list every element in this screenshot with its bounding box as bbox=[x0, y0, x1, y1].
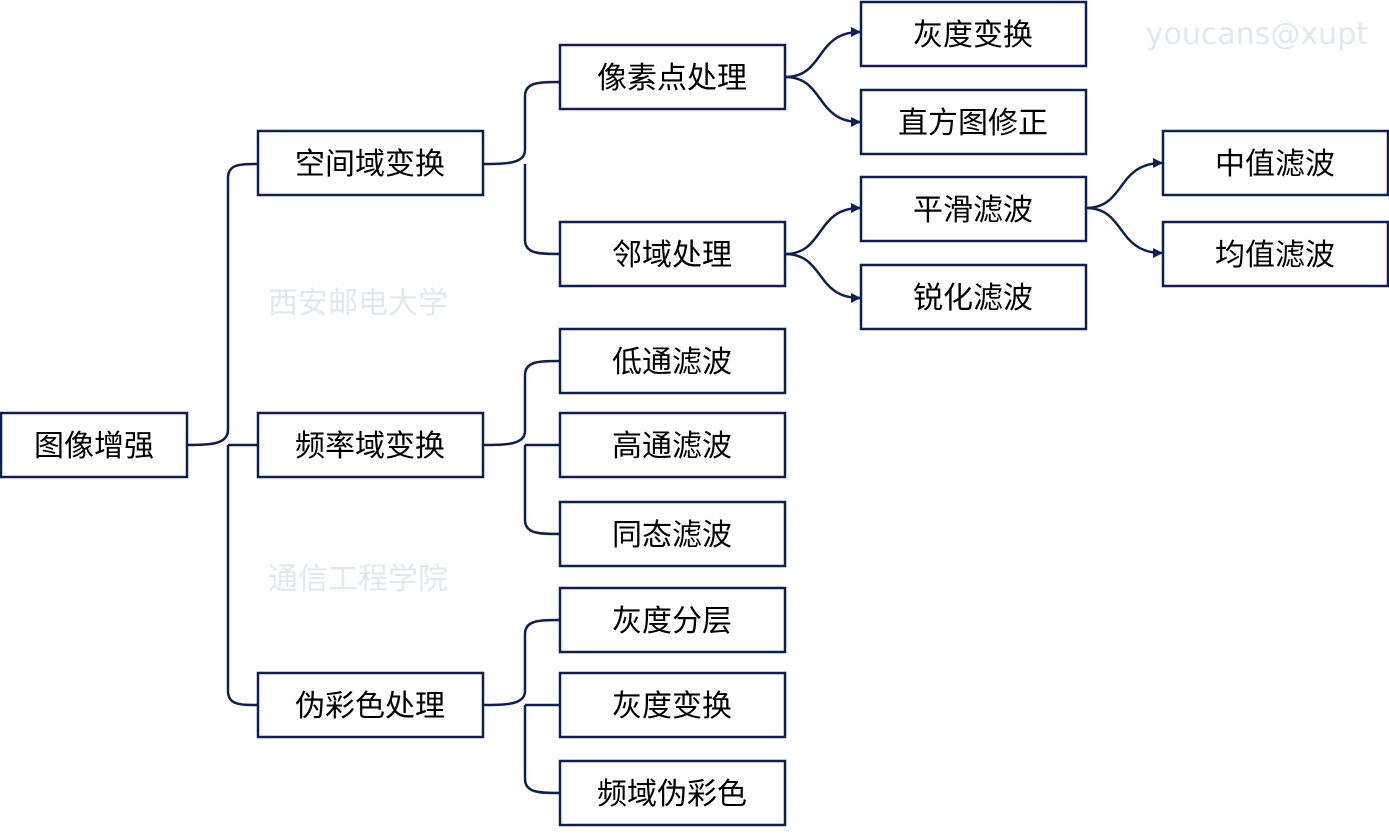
node-pixel: 像素点处理 bbox=[558, 43, 787, 111]
watermark-author: youcans@xupt bbox=[1146, 17, 1368, 52]
svg-text:邻域处理: 邻域处理 bbox=[612, 238, 732, 273]
svg-text:像素点处理: 像素点处理 bbox=[597, 61, 747, 96]
node-gray-slicing: 灰度分层 bbox=[558, 586, 787, 654]
svg-text:低通滤波: 低通滤波 bbox=[612, 345, 732, 380]
node-gray-transform: 灰度变换 bbox=[859, 0, 1088, 68]
svg-text:频率域变换: 频率域变换 bbox=[295, 429, 445, 464]
arrow-smoothing-to-median bbox=[1085, 158, 1163, 210]
node-pseudo: 伪彩色处理 bbox=[256, 671, 485, 739]
connectors bbox=[186, 27, 1163, 795]
node-smoothing: 平滑滤波 bbox=[859, 175, 1088, 243]
svg-text:频域伪彩色: 频域伪彩色 bbox=[597, 777, 747, 812]
node-freq-pseudo: 频域伪彩色 bbox=[558, 759, 787, 827]
connector-root-children bbox=[186, 162, 259, 707]
connector-pseudo-children bbox=[482, 618, 561, 795]
watermark-school: 通信工程学院 bbox=[268, 562, 448, 597]
svg-text:灰度分层: 灰度分层 bbox=[612, 604, 732, 639]
node-spatial: 空间域变换 bbox=[256, 129, 485, 197]
svg-text:高通滤波: 高通滤波 bbox=[612, 429, 732, 464]
svg-text:空间域变换: 空间域变换 bbox=[295, 147, 445, 182]
node-mean: 均值滤波 bbox=[1161, 220, 1389, 288]
node-homomorphic: 同态滤波 bbox=[558, 500, 787, 568]
watermark-university: 西安邮电大学 bbox=[268, 286, 448, 321]
connector-spatial-children bbox=[482, 80, 561, 256]
svg-text:伪彩色处理: 伪彩色处理 bbox=[295, 689, 445, 724]
node-highpass: 高通滤波 bbox=[558, 411, 787, 479]
arrow-pixel-to-gray-transform bbox=[784, 27, 861, 79]
svg-text:中值滤波: 中值滤波 bbox=[1215, 147, 1335, 182]
svg-text:同态滤波: 同态滤波 bbox=[612, 518, 732, 553]
svg-text:直方图修正: 直方图修正 bbox=[898, 106, 1048, 141]
node-sharpening: 锐化滤波 bbox=[859, 263, 1088, 331]
svg-text:灰度变换: 灰度变换 bbox=[612, 689, 732, 724]
arrow-neighborhood-to-smoothing bbox=[784, 203, 861, 256]
node-frequency: 频率域变换 bbox=[256, 411, 485, 479]
svg-text:锐化滤波: 锐化滤波 bbox=[913, 281, 1033, 316]
node-gray-transform-2: 灰度变换 bbox=[558, 671, 787, 739]
node-root: 图像增强 bbox=[0, 411, 189, 479]
node-neighborhood: 邻域处理 bbox=[558, 220, 787, 288]
connector-frequency-children bbox=[482, 359, 561, 536]
svg-text:图像增强: 图像增强 bbox=[34, 429, 154, 464]
svg-text:平滑滤波: 平滑滤波 bbox=[913, 193, 1033, 228]
svg-text:灰度变换: 灰度变换 bbox=[913, 18, 1033, 53]
arrow-pixel-to-histogram bbox=[784, 75, 861, 127]
node-histogram: 直方图修正 bbox=[859, 88, 1088, 156]
svg-text:均值滤波: 均值滤波 bbox=[1215, 238, 1335, 273]
arrow-neighborhood-to-sharpening bbox=[784, 252, 861, 303]
node-median: 中值滤波 bbox=[1161, 129, 1389, 197]
arrow-smoothing-to-mean bbox=[1085, 206, 1163, 258]
node-lowpass: 低通滤波 bbox=[558, 327, 787, 395]
